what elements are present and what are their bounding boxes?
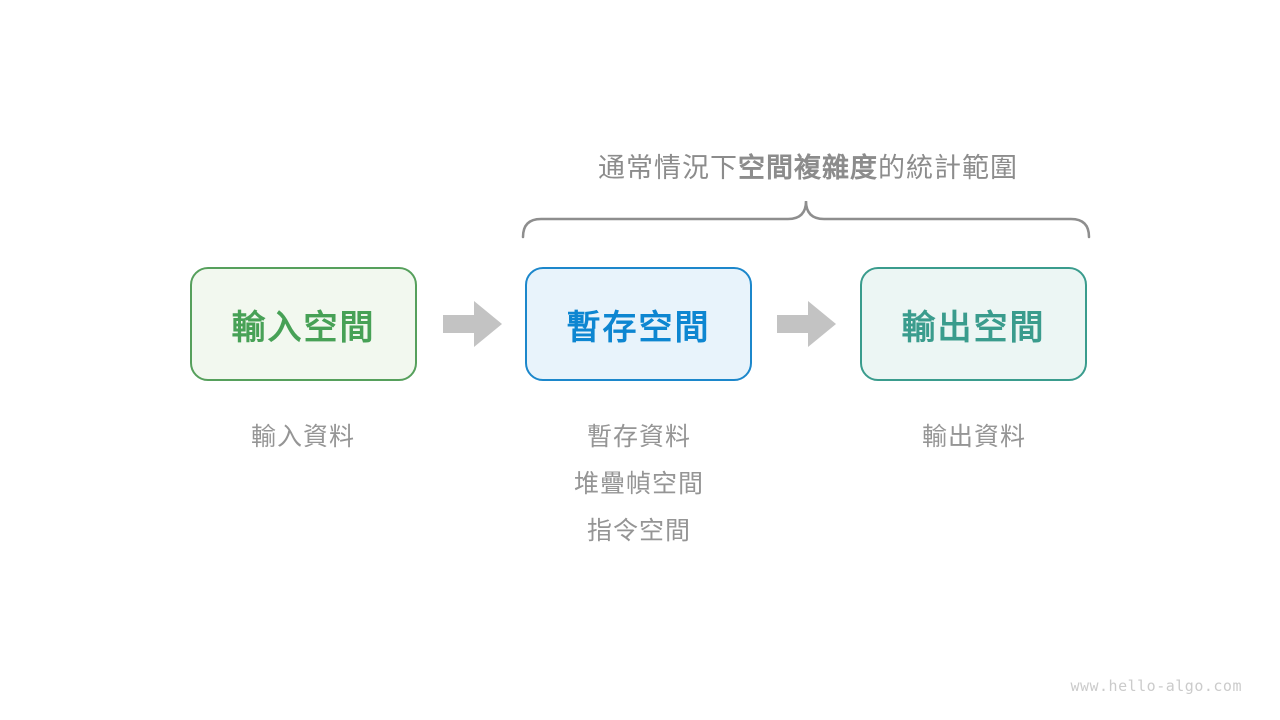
title-emphasis: 空間複雜度 bbox=[738, 153, 878, 183]
temporary-space-box: 暫存空間 bbox=[525, 267, 752, 381]
instruction-space-caption: 指令空間 bbox=[586, 517, 692, 545]
arrow-right-icon bbox=[443, 301, 502, 347]
diagram-title: 通常情況下空間複雜度的統計範圍 bbox=[598, 146, 1018, 185]
temporary-space-label: 暫存空間 bbox=[566, 308, 711, 347]
output-space-box: 輸出空間 bbox=[860, 267, 1087, 381]
arrow-right-icon bbox=[777, 301, 836, 347]
temp-data-caption: 暫存資料 bbox=[586, 423, 692, 451]
input-space-label: 輸入空間 bbox=[231, 308, 376, 347]
input-space-box: 輸入空間 bbox=[190, 267, 417, 381]
stack-frame-space-caption: 堆疊幀空間 bbox=[573, 470, 705, 498]
output-space-label: 輸出空間 bbox=[901, 308, 1046, 347]
watermark-url: www.hello-algo.com bbox=[1070, 677, 1242, 695]
brace-path bbox=[521, 200, 1091, 239]
title-prefix: 通常情況下 bbox=[598, 153, 738, 183]
title-suffix: 的統計範圍 bbox=[878, 153, 1018, 183]
arrow-right-shape bbox=[777, 301, 836, 347]
brace-bracket bbox=[521, 200, 1091, 239]
arrow-right-shape bbox=[443, 301, 502, 347]
output-data-caption: 輸出資料 bbox=[921, 423, 1027, 451]
input-data-caption: 輸入資料 bbox=[250, 423, 356, 451]
